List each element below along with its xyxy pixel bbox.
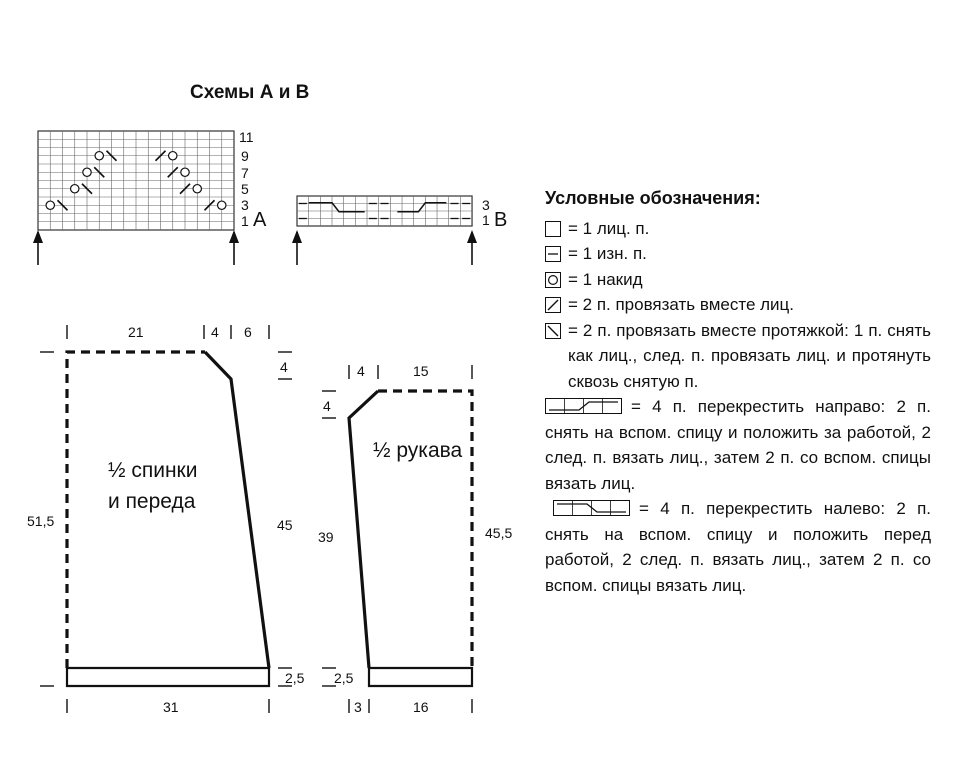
chart-a-row-5: 5 (241, 181, 249, 197)
chart-b-row-numbers: 3 1 (482, 197, 490, 228)
sleeve-label: ½ рукава (373, 439, 463, 462)
chart-b-row-1: 1 (482, 212, 490, 228)
legend-text-knit: = 1 лиц. п. (568, 218, 650, 238)
chart-a-yarnover-icon (216, 200, 227, 211)
legend-block-cable-left: = 4 п. перекрестить налево: 2 п. снять н… (545, 496, 931, 598)
chart-a-grid (37, 130, 235, 231)
sleeve-top-width-4: 4 (357, 363, 365, 379)
legend-text-yarnover: = 1 накид (568, 269, 643, 289)
chart-b-label: B (494, 209, 507, 231)
chart-a-yarnover-icon (45, 200, 56, 211)
back-front-top-width-6: 6 (244, 324, 252, 340)
legend: Условные обозначения: = 1 лиц. п. = 1 из… (545, 186, 931, 598)
chart-a-ssk-icon (93, 166, 105, 178)
blank-square-icon (545, 220, 561, 237)
sleeve-bottom-width-3: 3 (354, 699, 362, 715)
legend-item-k2tog: = 2 п. провязать вместе лиц. (545, 292, 931, 318)
chart-a-k2tog-icon (154, 150, 167, 162)
chart-a-label: A (253, 209, 267, 231)
charts-title: Схемы А и В (190, 82, 309, 103)
chart-a-k2tog-icon (167, 166, 179, 178)
chart-a-row-numbers: 11 9 7 5 3 1 (239, 129, 254, 229)
left-slant-square-icon (545, 322, 561, 339)
chart-a-yarnover-icon (94, 150, 105, 161)
back-front-right-height: 45 (277, 517, 293, 533)
legend-item-purl: = 1 изн. п. (545, 241, 931, 267)
chart-a-row-3: 3 (241, 197, 249, 213)
sleeve-dimension-ticks (322, 365, 473, 713)
chart-a-yarnover-icon (167, 150, 178, 161)
back-front-top-width-21: 21 (128, 324, 144, 340)
legend-item-yarnover: = 1 накид (545, 267, 931, 293)
legend-text-cable-left: = 4 п. перекрестить налево: 2 п. снять н… (545, 499, 931, 595)
legend-item-knit: = 1 лиц. п. (545, 216, 931, 242)
chart-a-ssk-icon (81, 183, 93, 195)
sleeve-top-width-15: 15 (413, 363, 429, 379)
sleeve-left-height: 39 (318, 529, 334, 545)
circle-square-icon (545, 271, 561, 288)
chart-a-k2tog-icon (179, 183, 191, 195)
sleeve-shape (347, 389, 474, 688)
chart-b-repeat-arrows (292, 230, 477, 265)
chart-b-cable-right-icon (308, 202, 365, 213)
chart-a-row-1: 1 (241, 213, 249, 229)
chart-a-yarnover-icon (180, 167, 190, 178)
legend-text-purl: = 1 изн. п. (568, 244, 647, 263)
dash-square-icon (545, 246, 561, 262)
back-front-rib-height: 2,5 (285, 670, 305, 686)
legend-text-cable-right: = 4 п. перекрестить направо: 2 п. снять … (545, 397, 931, 493)
chart-a-row-7: 7 (241, 165, 249, 181)
back-front-bottom-width: 31 (163, 699, 179, 715)
chart-a-yarnover-icon (82, 167, 92, 178)
legend-text-ssk: = 2 п. провязать вместе протяжкой: 1 п. … (568, 320, 931, 391)
cable-left-icon (553, 500, 630, 516)
back-front-left-height: 51,5 (27, 513, 54, 529)
chart-b-grid (296, 195, 473, 227)
cable-right-icon (545, 398, 622, 414)
back-front-label-line1: ½ спинки (108, 459, 197, 482)
chart-a-row-9: 9 (241, 148, 249, 164)
chart-b-cable-left-icon (397, 202, 447, 213)
sleeve-rib-height: 2,5 (334, 670, 354, 686)
chart-b-row-3: 3 (482, 197, 490, 213)
chart-a-repeat-arrows (33, 230, 239, 265)
chart-a-yarnover-icon (69, 183, 80, 194)
legend-item-cable-left: = 4 п. перекрестить налево: 2 п. снять н… (545, 496, 931, 598)
back-front-shape (65, 350, 271, 688)
back-front-shoulder-drop: 4 (280, 359, 288, 375)
back-front-dimension-ticks (40, 325, 292, 713)
chart-a-ssk-icon (56, 199, 69, 211)
chart-a-ssk-icon (105, 150, 118, 162)
sleeve-cap-drop: 4 (323, 398, 331, 414)
chart-a-row-11: 11 (239, 129, 254, 145)
sleeve-bottom-width-16: 16 (413, 699, 429, 715)
legend-text-k2tog: = 2 п. провязать вместе лиц. (568, 295, 795, 314)
legend-block-cable-right: = 4 п. перекрестить направо: 2 п. снять … (545, 394, 931, 496)
legend-item-cable-right: = 4 п. перекрестить направо: 2 п. снять … (545, 394, 931, 496)
sleeve-right-height: 45,5 (485, 525, 512, 541)
legend-item-ssk: = 2 п. провязать вместе протяжкой: 1 п. … (545, 318, 931, 395)
back-front-top-width-4: 4 (211, 324, 219, 340)
right-slant-square-icon (545, 297, 561, 313)
legend-heading: Условные обозначения: (545, 188, 761, 208)
back-front-label-line2: и переда (108, 490, 196, 513)
chart-a-k2tog-icon (203, 199, 216, 211)
chart-a-yarnover-icon (192, 183, 203, 194)
